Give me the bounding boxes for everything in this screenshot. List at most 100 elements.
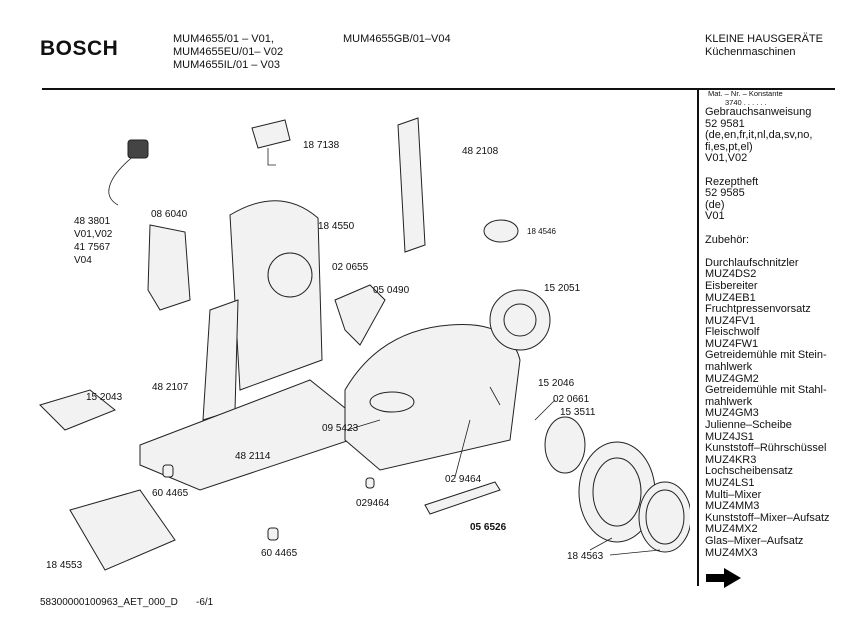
part-number: 18 7138 xyxy=(303,140,340,151)
sidebar-line: (de,en,fr,it,nl,da,sv,no, xyxy=(705,129,813,142)
part-bottom-plate xyxy=(69,489,176,571)
sidebar-line: MUZ4EB1 xyxy=(705,291,756,304)
part-variant: V01,V02 xyxy=(74,229,113,240)
part-number: 02 0661 xyxy=(553,394,590,405)
model-line: MUM4655IL/01 – V03 xyxy=(173,59,281,71)
model-extra: MUM4655GB/01–V04 xyxy=(343,33,451,45)
sidebar-line: V01,V02 xyxy=(705,152,748,165)
part-number: 15 2051 xyxy=(544,283,581,294)
sidebar-line: Fleischwolf xyxy=(705,326,760,339)
sidebar-line: MUZ4FV1 xyxy=(705,314,756,327)
part-disc xyxy=(483,219,519,243)
part-number: 18 4546 xyxy=(527,227,556,236)
part-foot xyxy=(162,464,174,478)
header-divider xyxy=(42,88,835,90)
footer-page: -6/1 xyxy=(196,597,214,608)
sidebar-line: mahlwerk xyxy=(705,395,753,408)
sidebar-line: Eisbereiter xyxy=(705,279,758,292)
power-cord xyxy=(108,154,136,206)
bosch-logo: BOSCH xyxy=(40,37,119,60)
sidebar-line: MUZ4JS1 xyxy=(705,430,754,443)
part-number: 15 3511 xyxy=(560,407,596,418)
sidebar-line: MUZ4MX3 xyxy=(705,546,758,559)
sidebar-line: Gebrauchsanweisung xyxy=(705,106,812,118)
subcategory-title: Küchenmaschinen xyxy=(705,46,796,58)
part-pin xyxy=(365,477,375,489)
plug xyxy=(127,139,149,159)
sidebar-line: MUZ4DS2 xyxy=(705,268,757,281)
part-foot xyxy=(267,527,279,541)
part-number: 05 0490 xyxy=(373,285,410,296)
part-number: 18 4563 xyxy=(567,551,604,562)
mat-value: 3740 . . . . . . xyxy=(725,98,767,107)
part-wrench xyxy=(424,481,501,515)
model-line: MUM4655/01 – V01, xyxy=(173,33,274,45)
sidebar-line: Fruchtpressenvorsatz xyxy=(705,303,811,316)
exploded-view xyxy=(39,117,690,571)
sidebar-line: 52 9581 xyxy=(705,117,745,130)
sidebar-line: MUZ4MX2 xyxy=(705,523,758,536)
part-number: 60 4465 xyxy=(261,548,298,559)
part-variant: V04 xyxy=(74,255,92,266)
sidebar-line: V01 xyxy=(705,210,725,223)
part-number: 15 2043 xyxy=(86,392,123,403)
sidebar-line: Getreidemühle mit Stahl- xyxy=(705,384,827,397)
sidebar-line: (de) xyxy=(705,198,725,211)
part-gear-mount xyxy=(267,252,313,298)
part-board xyxy=(147,224,191,311)
part-number: 02 9464 xyxy=(445,474,482,485)
part-spider xyxy=(334,284,386,346)
accessories-title: Zubehör: xyxy=(705,233,750,246)
part-tower xyxy=(229,200,323,391)
sidebar-line: 52 9585 xyxy=(705,187,745,200)
sidebar-line: Julienne–Scheibe xyxy=(705,419,792,432)
sidebar-line: MUZ4GM3 xyxy=(705,407,759,420)
part-number: 08 6040 xyxy=(151,209,188,220)
sidebar-line: MUZ4GM2 xyxy=(705,372,759,385)
mat-label: Mat. – Nr. – Konstante xyxy=(708,89,783,98)
sidebar-line: Lochscheibensatz xyxy=(705,465,794,478)
part-cover xyxy=(202,299,239,421)
part-number: 48 2108 xyxy=(462,146,499,157)
part-number: 48 3801 xyxy=(74,216,111,227)
part-motor-head xyxy=(344,323,521,471)
part-number: 18 4550 xyxy=(318,221,355,232)
sidebar-line: fi,es,pt,el) xyxy=(705,140,753,153)
model-line: MUM4655EU/01– V02 xyxy=(173,46,284,58)
part-number: 41 7567 xyxy=(74,242,111,253)
part-tray xyxy=(39,389,116,431)
part-panel xyxy=(397,117,426,253)
sidebar-line: Glas–Mixer–Aufsatz xyxy=(705,534,804,547)
part-number: 029464 xyxy=(356,498,390,509)
part-number: 48 2114 xyxy=(235,451,271,462)
sidebar-line: MUZ4FW1 xyxy=(705,337,759,350)
part-number: 60 4465 xyxy=(152,488,189,499)
sidebar-line: Kunststoff–Mixer–Aufsatz xyxy=(705,511,830,524)
sidebar-line: Multi–Mixer xyxy=(705,488,762,501)
model-list: MUM4655/01 – V01, MUM4655EU/01– V02 MUM4… xyxy=(173,33,283,72)
sidebar-line: Durchlaufschnitzler xyxy=(705,256,799,269)
sidebar-line: Rezeptheft xyxy=(705,175,759,188)
arrow-right-icon[interactable] xyxy=(704,567,744,589)
part-number: 15 2046 xyxy=(538,378,575,389)
sidebar-line: MUZ4LS1 xyxy=(705,477,755,489)
part-number: 48 2107 xyxy=(152,382,189,393)
footer-doc-id: 58300000100963_AET_000_D xyxy=(40,597,178,608)
part-cap xyxy=(251,119,291,149)
part-number: 18 4553 xyxy=(46,560,83,571)
part-gear xyxy=(544,416,586,474)
part-number: 02 0655 xyxy=(332,262,369,273)
sidebar-line: MUZ4KR3 xyxy=(705,453,757,466)
sidebar-divider xyxy=(697,88,699,586)
sidebar: Mat. – Nr. – Konstante 3740 . . . . . . … xyxy=(705,89,845,559)
part-number: 09 5423 xyxy=(322,423,359,434)
part-number: 05 6526 xyxy=(470,522,507,533)
category-title: KLEINE HAUSGERÄTE xyxy=(705,33,823,45)
sidebar-line: mahlwerk xyxy=(705,361,753,374)
category: KLEINE HAUSGERÄTE Küchenmaschinen xyxy=(705,33,823,59)
sidebar-line: MUZ4MM3 xyxy=(705,500,760,513)
